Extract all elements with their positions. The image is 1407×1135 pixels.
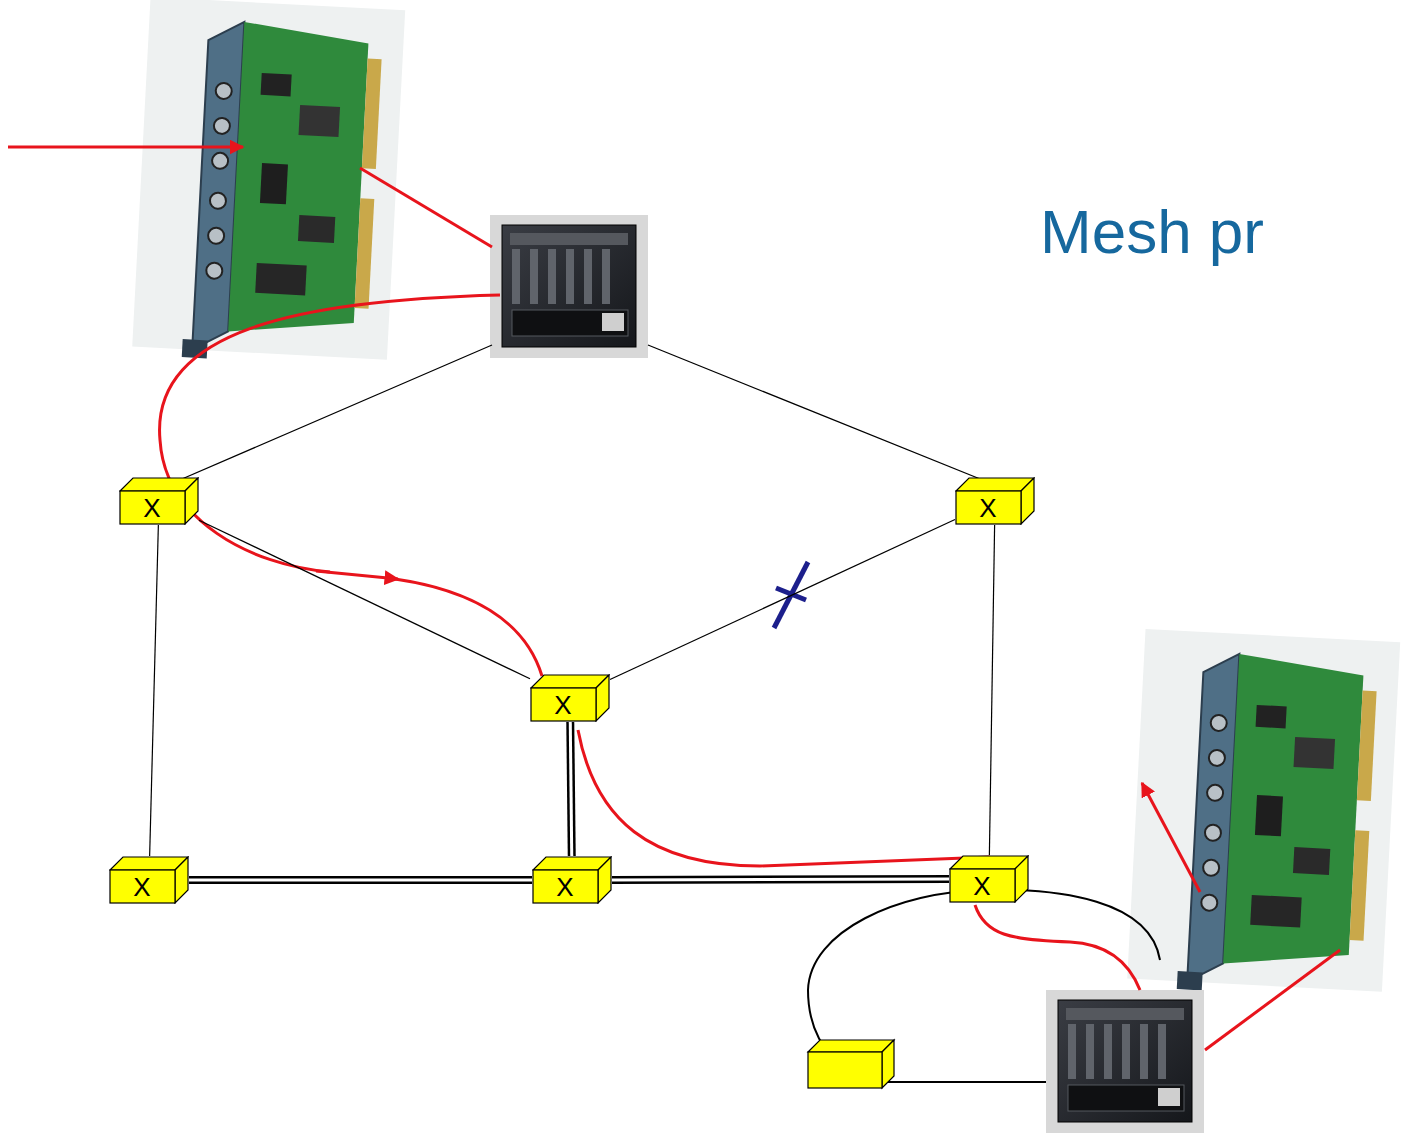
box-label: X [532,870,598,904]
box-label: X [119,491,185,525]
box-label: X [955,491,1021,525]
cross-connect-box: X [109,856,189,904]
box-label: X [109,870,175,904]
link-line [199,520,530,679]
cross-connect-box: X [530,674,610,722]
cross-connect-box: X [532,856,612,904]
double-link [570,722,571,856]
box-label: X [949,869,1015,903]
slide-title: Mesh pr [1040,196,1264,267]
double-link [612,879,949,881]
cross-connect-box: X [955,477,1035,525]
cross-connect-box: X [119,477,199,525]
cross-connect-box: X [949,855,1029,903]
double-link [189,880,532,881]
link-line [610,520,955,680]
box-label: X [530,688,596,722]
link-line [150,525,159,856]
link-line [989,525,994,855]
